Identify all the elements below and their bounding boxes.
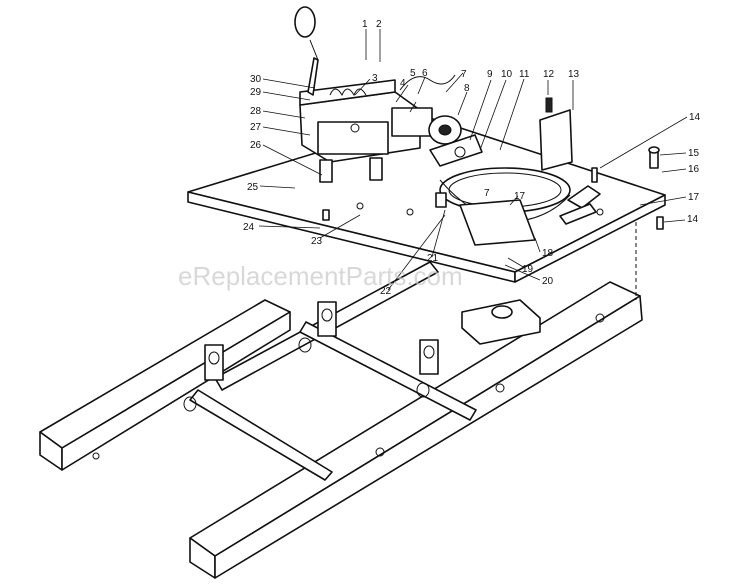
callout-12: 12	[543, 69, 555, 80]
chassis-frame	[39, 222, 643, 579]
callout-18: 18	[542, 248, 554, 259]
leader-lines	[258, 29, 688, 291]
callout-19: 19	[522, 264, 534, 275]
callout-10: 10	[501, 69, 513, 80]
callout-30: 30	[250, 74, 262, 85]
callout-17: 17	[688, 192, 700, 203]
callout-9: 9	[487, 69, 493, 80]
callout-7: 7	[461, 69, 467, 80]
callout-13: 13	[568, 69, 580, 80]
callout-28: 28	[250, 106, 262, 117]
callout-21: 21	[427, 253, 439, 264]
callout-29: 29	[250, 87, 262, 98]
callout-3: 3	[372, 73, 378, 84]
callout-15: 15	[688, 148, 700, 159]
callout-4: 4	[400, 78, 406, 89]
callout-14b: 14	[687, 214, 699, 225]
callout-5: 5	[410, 68, 416, 79]
callout-17b: 17	[514, 191, 526, 202]
callout-26: 26	[250, 140, 262, 151]
callout-7b: 7	[484, 188, 490, 199]
callout-16: 16	[688, 164, 700, 175]
callout-23: 23	[311, 236, 323, 247]
callout-labels: 1 2 3 4 5 6 7 8 9 10 11 12 13 14 15 16 1…	[243, 19, 701, 297]
callout-25: 25	[247, 182, 259, 193]
callout-2: 2	[376, 19, 382, 30]
callout-11: 11	[519, 69, 530, 80]
callout-14: 14	[689, 112, 701, 123]
callout-6: 6	[422, 68, 428, 79]
callout-27: 27	[250, 122, 262, 133]
callout-20: 20	[542, 276, 554, 287]
watermark-text: eReplacementParts.com	[178, 261, 463, 291]
callout-24: 24	[243, 222, 255, 233]
callout-1: 1	[362, 19, 368, 30]
callout-8: 8	[464, 83, 470, 94]
callout-22: 22	[380, 286, 392, 297]
transmission	[294, 6, 664, 230]
